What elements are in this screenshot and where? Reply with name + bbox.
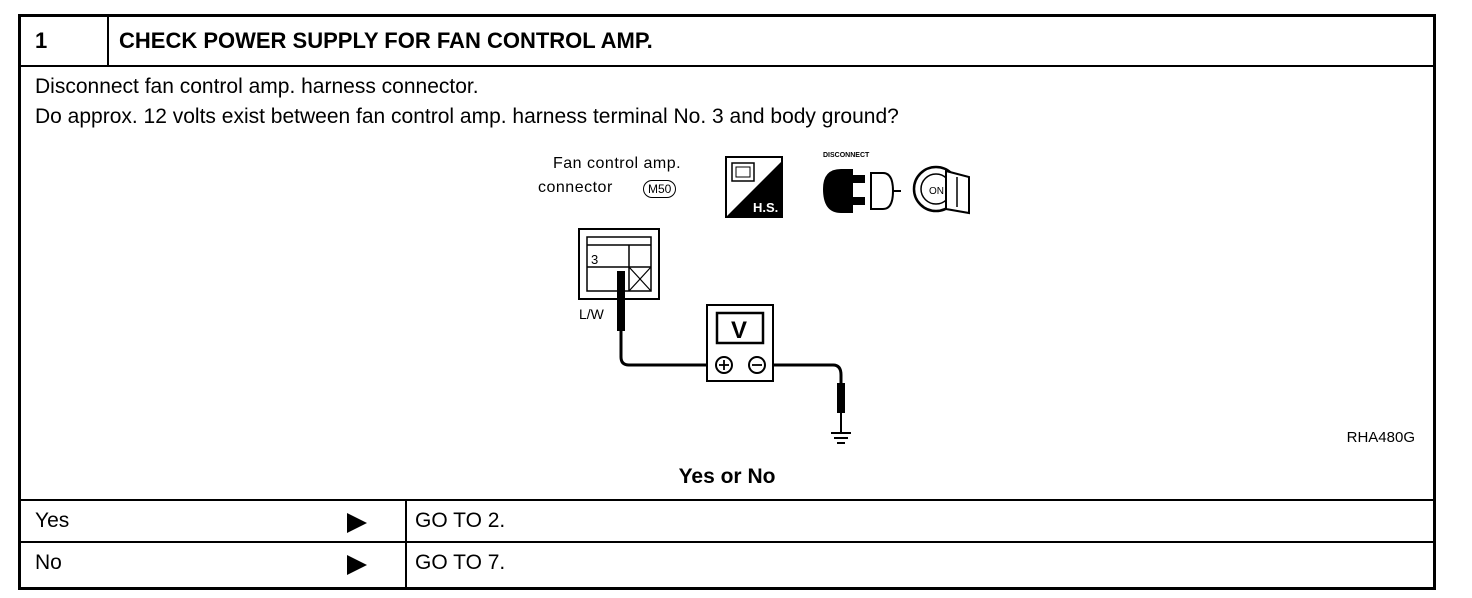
step-number: 1 — [21, 17, 109, 65]
connector-label-line2: connector — [538, 179, 613, 196]
column-divider — [405, 543, 407, 590]
connector-label-line1: Fan control amp. — [553, 155, 682, 172]
disconnect-text: DISCONNECT — [823, 152, 870, 159]
instruction-line-2: Do approx. 12 volts exist between fan co… — [35, 105, 899, 128]
ignition-on-icon: ON — [912, 165, 970, 215]
answer-label: No — [35, 551, 62, 574]
voltmeter: V — [706, 304, 774, 382]
arrow-right-icon — [347, 513, 367, 533]
positive-probe — [617, 271, 707, 367]
answer-action: GO TO 7. — [415, 551, 506, 574]
diagnostic-step-table: 1 CHECK POWER SUPPLY FOR FAN CONTROL AMP… — [18, 14, 1436, 590]
diagram-svg: H.S. DISCONNECT ON — [578, 152, 970, 444]
wiring-diagram: Fan control amp. connector M50 H.S. DISC… — [521, 147, 971, 447]
step-title: CHECK POWER SUPPLY FOR FAN CONTROL AMP. — [119, 28, 653, 53]
negative-probe — [773, 363, 845, 433]
answer-label: Yes — [35, 509, 70, 532]
column-divider — [405, 501, 407, 541]
meter-label: V — [731, 317, 747, 344]
arrow-right-icon — [347, 555, 367, 575]
answer-row-no: No GO TO 7. — [21, 541, 1433, 590]
figure-code: RHA480G — [1346, 429, 1415, 446]
hs-text: H.S. — [753, 200, 778, 215]
connector-code-badge: M50 — [643, 180, 677, 198]
on-text: ON — [929, 186, 944, 197]
disconnect-icon: DISCONNECT — [823, 152, 901, 213]
wire-color-label: L/W — [579, 306, 605, 322]
body-ground-icon — [831, 432, 851, 444]
instruction-line-1: Disconnect fan control amp. harness conn… — [35, 75, 479, 98]
step-header: 1 CHECK POWER SUPPLY FOR FAN CONTROL AMP… — [21, 17, 1433, 67]
yes-or-no-heading: Yes or No — [678, 465, 776, 488]
answer-action: GO TO 2. — [415, 509, 506, 532]
terminal-number: 3 — [591, 252, 598, 267]
answer-row-yes: Yes GO TO 2. — [21, 499, 1433, 541]
harness-side-icon: H.S. — [725, 156, 783, 218]
